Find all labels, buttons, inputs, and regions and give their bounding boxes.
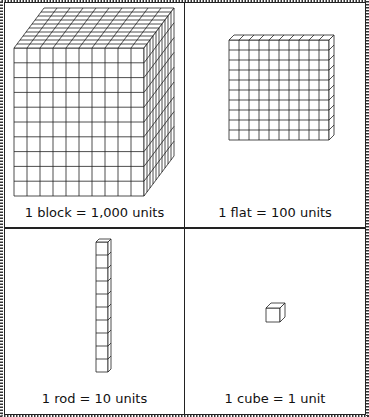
hundred-flat-grid-line [239, 35, 244, 40]
hundred-flat-grid-line [229, 80, 329, 81]
caption-text: 1 block = 1,000 units [23, 205, 166, 221]
hundred-flat-top [229, 35, 334, 40]
thousand-block-grid-line [144, 126, 174, 166]
thousand-block-grid-line [144, 67, 174, 107]
thousand-block-grid-line [14, 62, 144, 63]
hundred-flat-grid-line [289, 35, 294, 40]
hundred-flat-grid-line [329, 105, 334, 110]
ten-rod-grid-line [96, 255, 108, 256]
hundred-flat-grid-line [229, 70, 329, 71]
thousand-block-grid-line [144, 38, 174, 78]
unit-cube-front [266, 308, 280, 322]
thousand-block-grid-line [144, 97, 174, 137]
ten-rod-grid-line [96, 346, 108, 347]
hundred-flat-grid-line [299, 35, 304, 40]
block-drawings [14, 8, 334, 372]
hundred-flat-front [229, 40, 329, 140]
ten-rod-grid-line [108, 317, 111, 320]
flat-cell: 1 flat = 100 units [184, 2, 366, 229]
ten-rod-grid-line [108, 252, 111, 255]
hundred-flat-grid-line [279, 35, 284, 40]
ten-rod-grid-line [108, 278, 111, 281]
ten-rod-grid-line [96, 320, 108, 321]
ten-rod-grid-line [96, 281, 108, 282]
hundred-flat-grid-line [229, 90, 329, 91]
hundred-flat-grid-line [329, 125, 334, 130]
hundred-flat-grid-line [229, 110, 329, 111]
hundred-flat-grid-line [329, 75, 334, 80]
unit-cube-side [280, 303, 285, 322]
thousand-block-grid-line [32, 24, 162, 25]
ten-rod-side [108, 239, 111, 372]
ten-rod-grid-line [108, 304, 111, 307]
hundred-flat-grid-line [329, 45, 334, 50]
thousand-block-grid-line [144, 112, 174, 152]
hundred-flat-grid-line [229, 100, 329, 101]
thousand-block-grid-line [14, 136, 144, 137]
ten-rod-grid-line [108, 356, 111, 359]
thousand-block-grid-line [23, 36, 153, 37]
caption-text: 1 rod = 10 units [40, 391, 149, 407]
ten-rod-grid-line [108, 291, 111, 294]
thousand-block-grid-line [41, 12, 171, 13]
thousand-block-grid-line [38, 16, 168, 17]
thousand-block-grid-line [144, 52, 174, 92]
hundred-flat-grid-line [329, 55, 334, 60]
ten-rod-grid-line [96, 268, 108, 269]
thousand-block-grid-line [144, 23, 174, 63]
thousand-block-grid-line [26, 32, 156, 33]
ten-rod-grid-line [96, 294, 108, 295]
ten-rod-grid-line [96, 359, 108, 360]
thousand-block-grid-line [20, 40, 150, 41]
hundred-flat-grid-line [229, 120, 329, 121]
hundred-flat-grid-line [309, 35, 314, 40]
cube-cell: 1 cube = 1 unit [184, 227, 366, 415]
thousand-block-grid-line [29, 28, 159, 29]
hundred-flat-grid-line [329, 85, 334, 90]
ten-rod-grid-line [108, 265, 111, 268]
hundred-flat-side [329, 35, 334, 140]
hundred-flat-grid-line [229, 60, 329, 61]
thousand-block-grid-line [14, 151, 144, 152]
block-cell: 1 block = 1,000 units [4, 2, 185, 229]
ten-rod-front [96, 242, 108, 372]
hundred-flat-grid-line [319, 35, 324, 40]
thousand-block-grid-line [14, 77, 144, 78]
thousand-block-grid-line [35, 20, 165, 21]
thousand-block-grid-line [14, 166, 144, 167]
ten-rod-grid-line [96, 333, 108, 334]
ten-rod-grid-line [108, 330, 111, 333]
hundred-flat-grid-line [229, 50, 329, 51]
thousand-block-front [14, 48, 144, 196]
ten-rod-grid-line [96, 307, 108, 308]
caption-text: 1 flat = 100 units [216, 205, 334, 221]
caption-text: 1 cube = 1 unit [223, 391, 328, 407]
rod-cell: 1 rod = 10 units [4, 227, 185, 415]
thousand-block-grid-line [144, 82, 174, 122]
hundred-flat-grid-line [329, 65, 334, 70]
hundred-flat-grid-line [269, 35, 274, 40]
hundred-flat-grid-line [329, 95, 334, 100]
thousand-block-grid-line [14, 122, 144, 123]
hundred-flat-grid-line [259, 35, 264, 40]
thousand-block-grid-line [14, 181, 144, 182]
thousand-block-grid-line [144, 141, 174, 181]
hundred-flat-grid-line [329, 115, 334, 120]
thousand-block-grid-line [14, 107, 144, 108]
hundred-flat-grid-line [249, 35, 254, 40]
thousand-block-grid-line [17, 44, 147, 45]
thousand-block-grid-line [14, 92, 144, 93]
ten-rod-grid-line [108, 343, 111, 346]
hundred-flat-grid-line [229, 130, 329, 131]
